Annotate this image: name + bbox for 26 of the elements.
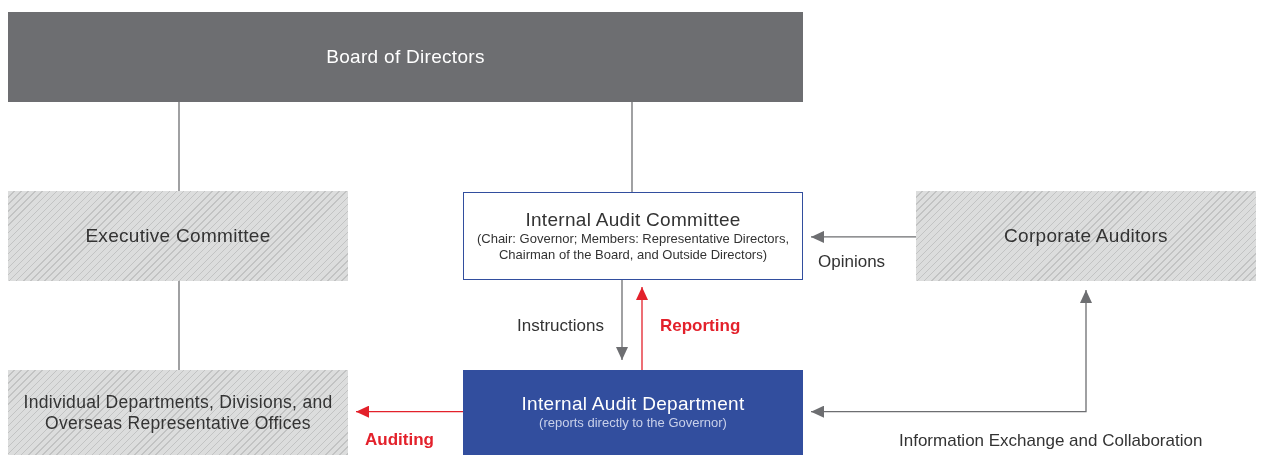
box-title: Individual Departments, Divisions, and Overseas Representative Offices <box>22 391 334 434</box>
edge-label: Reporting <box>658 316 743 336</box>
box-note: (reports directly to the Governor) <box>538 415 728 432</box>
organization-box <box>8 370 348 455</box>
box-title: Internal Audit Department <box>521 393 745 416</box>
connector-line <box>178 280 180 371</box>
department-box <box>463 370 803 455</box>
connector-line <box>178 101 180 192</box>
arrow <box>810 289 1092 418</box>
board-box <box>8 12 803 102</box>
edge-label: Opinions <box>816 252 888 272</box>
edge-label: Auditing <box>363 430 436 450</box>
organization-box <box>8 191 348 281</box>
edge-label: Information Exchange and Collaboration <box>897 431 1205 451</box>
box-title: Corporate Auditors <box>1004 225 1168 247</box>
arrow <box>355 405 464 418</box>
arrow <box>636 286 648 371</box>
box-title: Internal Audit Committee <box>525 208 741 231</box>
box-title: Executive Committee <box>85 225 271 247</box>
arrow <box>616 279 628 361</box>
box-title: Board of Directors <box>326 46 485 68</box>
arrow <box>810 230 917 243</box>
committee-box <box>463 192 803 280</box>
box-note: (Chair: Governor; Members: Representative Directors, Chairman of the Board, and Outside Directors) <box>475 230 791 264</box>
connector-line <box>631 101 633 193</box>
organization-box <box>916 191 1256 281</box>
